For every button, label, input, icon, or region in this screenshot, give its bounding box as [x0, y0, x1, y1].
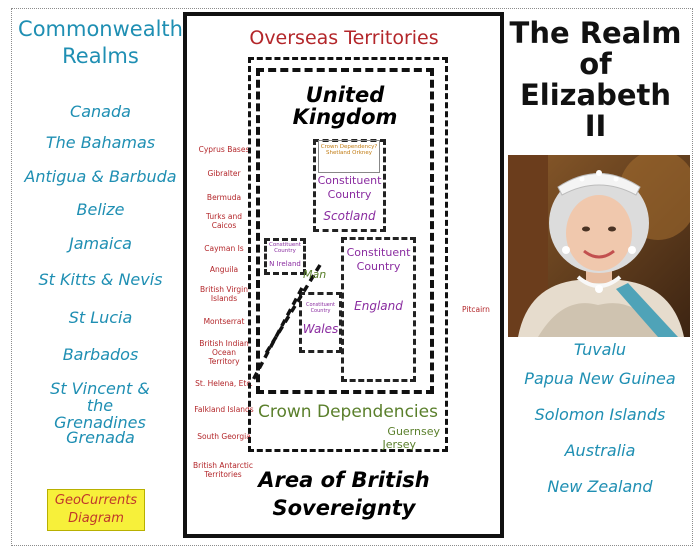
territory-south-georgia: South Georgia	[197, 432, 251, 441]
isle-of-man-boundary	[250, 264, 322, 383]
area-of-british-sovereignty-title: Area of British Sovereignty	[258, 468, 430, 520]
territory-antarctic: British Antarctic Territories	[193, 461, 253, 479]
realm-grenada: Grenada	[66, 428, 135, 447]
uk-title: United Kingdom	[292, 83, 398, 129]
territory-gibralter: Gibralter	[207, 169, 241, 178]
page-border	[11, 8, 693, 546]
scotland-islands-box	[318, 140, 380, 173]
wales-box	[299, 292, 342, 353]
england-constituent-label: Constituent Country	[346, 246, 411, 273]
sovereignty-box	[183, 12, 504, 538]
territory-cayman: Cayman Is	[204, 244, 244, 253]
realm-new-zealand: New Zealand	[547, 477, 653, 496]
uk-boundary	[256, 68, 434, 394]
territory-turks: Turks and Caicos	[205, 212, 243, 230]
realm-solomon-islands: Solomon Islands	[534, 405, 666, 424]
realm-bahamas: The Bahamas	[45, 133, 156, 152]
territory-anguila: Anguila	[209, 265, 239, 274]
geocurrents-badge: GeoCurrents Diagram	[47, 489, 145, 531]
realm-canada: Canada	[70, 102, 131, 121]
territory-montserrat: Montserrat	[203, 317, 245, 326]
scotland-name: Scotland	[323, 209, 376, 223]
realm-tuvalu: Tuvalu	[573, 340, 627, 359]
crown-dependencies-title: Crown Dependencies	[258, 402, 438, 422]
scotland-islands-text: Crown Dependency? Shetland Orkney	[320, 144, 378, 156]
realm-belize: Belize	[76, 200, 125, 219]
queen-portrait-image	[508, 155, 690, 337]
isle-of-man-label: Man	[303, 268, 327, 281]
overseas-territories-title: Overseas Territories	[249, 27, 439, 49]
wales-constituent-label: Constituent Country	[305, 302, 335, 314]
territory-bermuda: Bermuda	[206, 193, 242, 202]
territory-cyprus: Cyprus Bases	[198, 145, 250, 154]
realm-antigua: Antigua & Barbuda	[24, 167, 177, 186]
guernsey-label: Guernsey	[387, 425, 440, 438]
territory-bvi: British Virgin Islands	[200, 285, 248, 303]
realm-st-vincent: St Vincent & the Grenadines	[50, 379, 150, 432]
commonwealth-realms-title: Commonwealth Realms	[18, 17, 183, 68]
crown-dependencies-boundary	[248, 57, 448, 452]
realm-australia: Australia	[564, 441, 636, 460]
realm-papua-new-guinea: Papua New Guinea	[524, 369, 676, 388]
territory-pitcairn: Pitcairn	[462, 305, 490, 314]
realm-of-elizabeth-title: The Realm of Elizabeth II	[509, 16, 682, 143]
wales-name: Wales	[302, 322, 339, 336]
jersey-label: Jersey	[382, 438, 416, 451]
territory-st-helena: St. Helena, Etc.	[195, 379, 253, 388]
realm-barbados: Barbados	[62, 345, 139, 364]
england-name: England	[354, 299, 403, 313]
realm-st-lucia: St Lucia	[68, 308, 133, 327]
territory-biot: British Indian Ocean Territory	[199, 339, 249, 366]
northern-ireland-box	[264, 238, 306, 275]
ni-name: N Ireland	[269, 260, 301, 268]
ni-constituent-label: Constituent Country	[269, 242, 301, 254]
territory-falklands: Falkland Islands	[194, 405, 254, 414]
realm-st-kitts: St Kitts & Nevis	[38, 270, 163, 289]
realm-jamaica: Jamaica	[69, 234, 132, 253]
scotland-constituent-label: Constituent Country	[317, 174, 382, 201]
england-box	[341, 237, 416, 382]
